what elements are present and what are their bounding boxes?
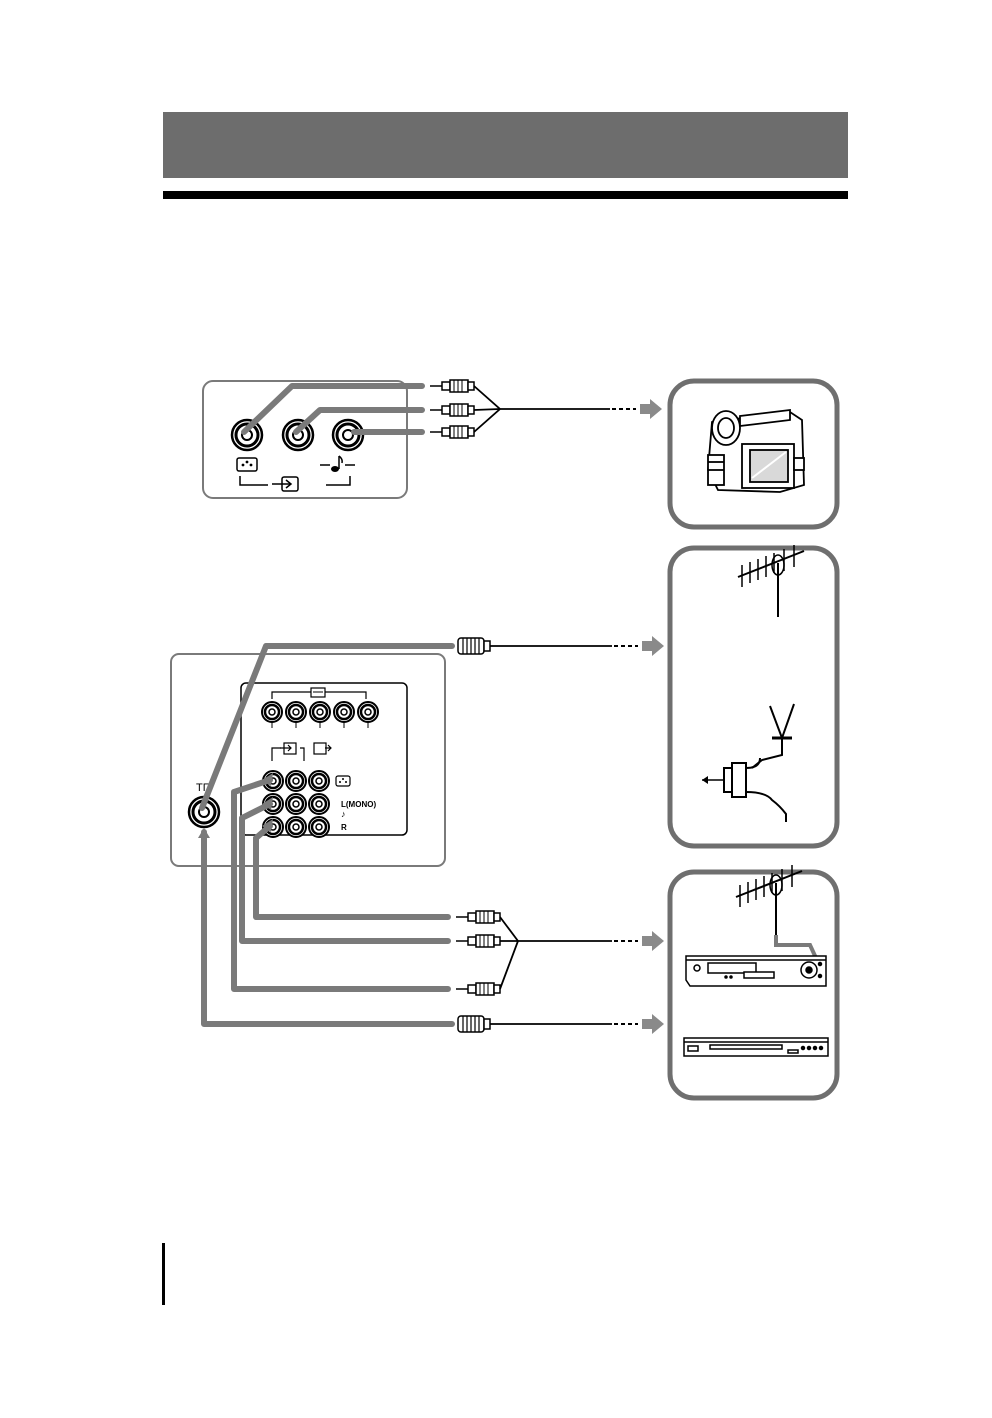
vcr-av-plugs: [456, 911, 500, 995]
video-input-icon: [237, 458, 257, 471]
front-av-panel: [203, 381, 407, 498]
rear-av-panel: L(MONO) ♪ R TΓ: [171, 654, 445, 866]
front-merge-line: [474, 386, 610, 432]
note-label: ♪: [341, 809, 346, 819]
antenna-box: [670, 545, 837, 846]
front-video-jack: [232, 420, 262, 450]
dvd-arrow: [614, 1014, 664, 1034]
antenna-coax-plug: [458, 638, 490, 654]
vcr-dvd-box: [670, 865, 837, 1098]
vcr-icon: [686, 956, 826, 986]
vcr-merge-line: [500, 917, 612, 989]
antenna-arrow: [614, 636, 664, 656]
camcorder-icon: [708, 410, 804, 492]
right-label: R: [341, 823, 347, 832]
vcr-coax-plug: [458, 1016, 490, 1032]
vcr-arrow: [614, 931, 664, 951]
mono-label: L(MONO): [341, 800, 376, 809]
video-input-icon: [336, 776, 350, 786]
component-input-icon: [311, 688, 325, 697]
dvd-player-icon: [684, 1038, 828, 1056]
front-arrow: [612, 399, 662, 419]
camcorder-box: [670, 381, 837, 527]
front-av-plugs: [430, 380, 474, 438]
